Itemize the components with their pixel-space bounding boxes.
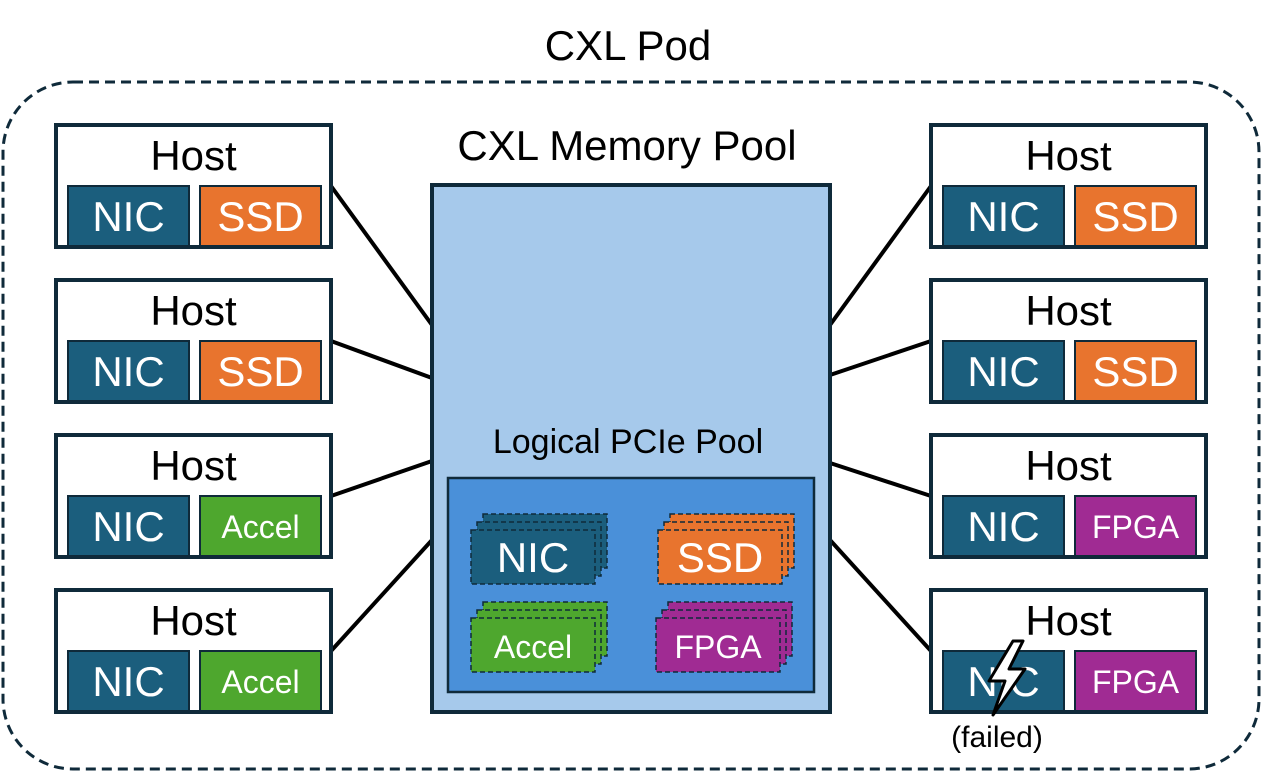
accel-label: Accel — [221, 509, 299, 545]
link-line — [828, 184, 933, 327]
nic-label: NIC — [92, 658, 164, 705]
failed-label: (failed) — [951, 721, 1043, 754]
accel-card — [199, 650, 322, 712]
host-title: Host — [1025, 597, 1112, 644]
fpga-card — [1074, 650, 1197, 712]
host-title: Host — [150, 287, 237, 334]
link-line — [829, 339, 932, 377]
nic-card — [67, 650, 190, 712]
connection-lines — [329, 184, 933, 653]
link-line — [330, 459, 433, 498]
ssd-card — [1074, 185, 1197, 247]
nic-label: NIC — [92, 348, 164, 395]
nic-label: NIC — [967, 503, 1039, 550]
pod-title: CXL Pod — [545, 22, 712, 69]
nic-card — [67, 340, 190, 402]
pcie-pool-devices: NIC SSD Accel FPGA — [470, 513, 795, 673]
pooled-accel-stack: Accel — [470, 601, 608, 673]
pooled-accel-card — [470, 617, 596, 673]
nic-label: NIC — [967, 348, 1039, 395]
pooled-nic-card — [470, 529, 596, 585]
pooled-ssd-card — [657, 529, 783, 585]
ssd-card — [199, 340, 322, 402]
pod-boundary — [1, 80, 1261, 771]
pooled-fpga-stack: FPGA — [655, 601, 793, 673]
host-title: Host — [150, 597, 237, 644]
host-title: Host — [1025, 287, 1112, 334]
link-line — [329, 538, 434, 653]
ssd-label: SSD — [1092, 348, 1178, 395]
ssd-label: SSD — [217, 348, 303, 395]
pooled-fpga-card — [655, 617, 781, 673]
pooled-ssd-stack: SSD — [657, 513, 795, 585]
nic-card — [67, 495, 190, 557]
host-title: Host — [150, 132, 237, 179]
accel-card — [199, 495, 322, 557]
nic-label: NIC — [92, 193, 164, 240]
pooled-nic-label: NIC — [497, 534, 569, 581]
pooled-nic-stack: NIC — [470, 513, 608, 585]
nic-card — [942, 495, 1065, 557]
nic-label: NIC — [967, 193, 1039, 240]
ssd-label: SSD — [217, 193, 303, 240]
fpga-label: FPGA — [1092, 664, 1180, 700]
fpga-label: FPGA — [1092, 509, 1180, 545]
lightning-bolt-icon — [987, 639, 1027, 717]
nic-card — [67, 185, 190, 247]
link-line — [829, 461, 932, 498]
ssd-card — [199, 185, 322, 247]
nic-card — [942, 185, 1065, 247]
pooled-accel-label: Accel — [494, 629, 572, 665]
nic-label: NIC — [92, 503, 164, 550]
host-title: Host — [1025, 132, 1112, 179]
host-title: Host — [1025, 442, 1112, 489]
pooled-ssd-label: SSD — [677, 534, 763, 581]
ssd-label: SSD — [1092, 193, 1178, 240]
link-line — [329, 184, 434, 327]
host-title: Host — [150, 442, 237, 489]
link-line — [330, 339, 433, 380]
ssd-card — [1074, 340, 1197, 402]
memory-pool-title: CXL Memory Pool — [457, 122, 796, 169]
pooled-fpga-label: FPGA — [674, 629, 762, 665]
pcie-pool-title: Logical PCIe Pool — [493, 423, 763, 461]
nic-card — [942, 340, 1065, 402]
accel-label: Accel — [221, 664, 299, 700]
link-line — [828, 538, 933, 653]
fpga-card — [1074, 495, 1197, 557]
